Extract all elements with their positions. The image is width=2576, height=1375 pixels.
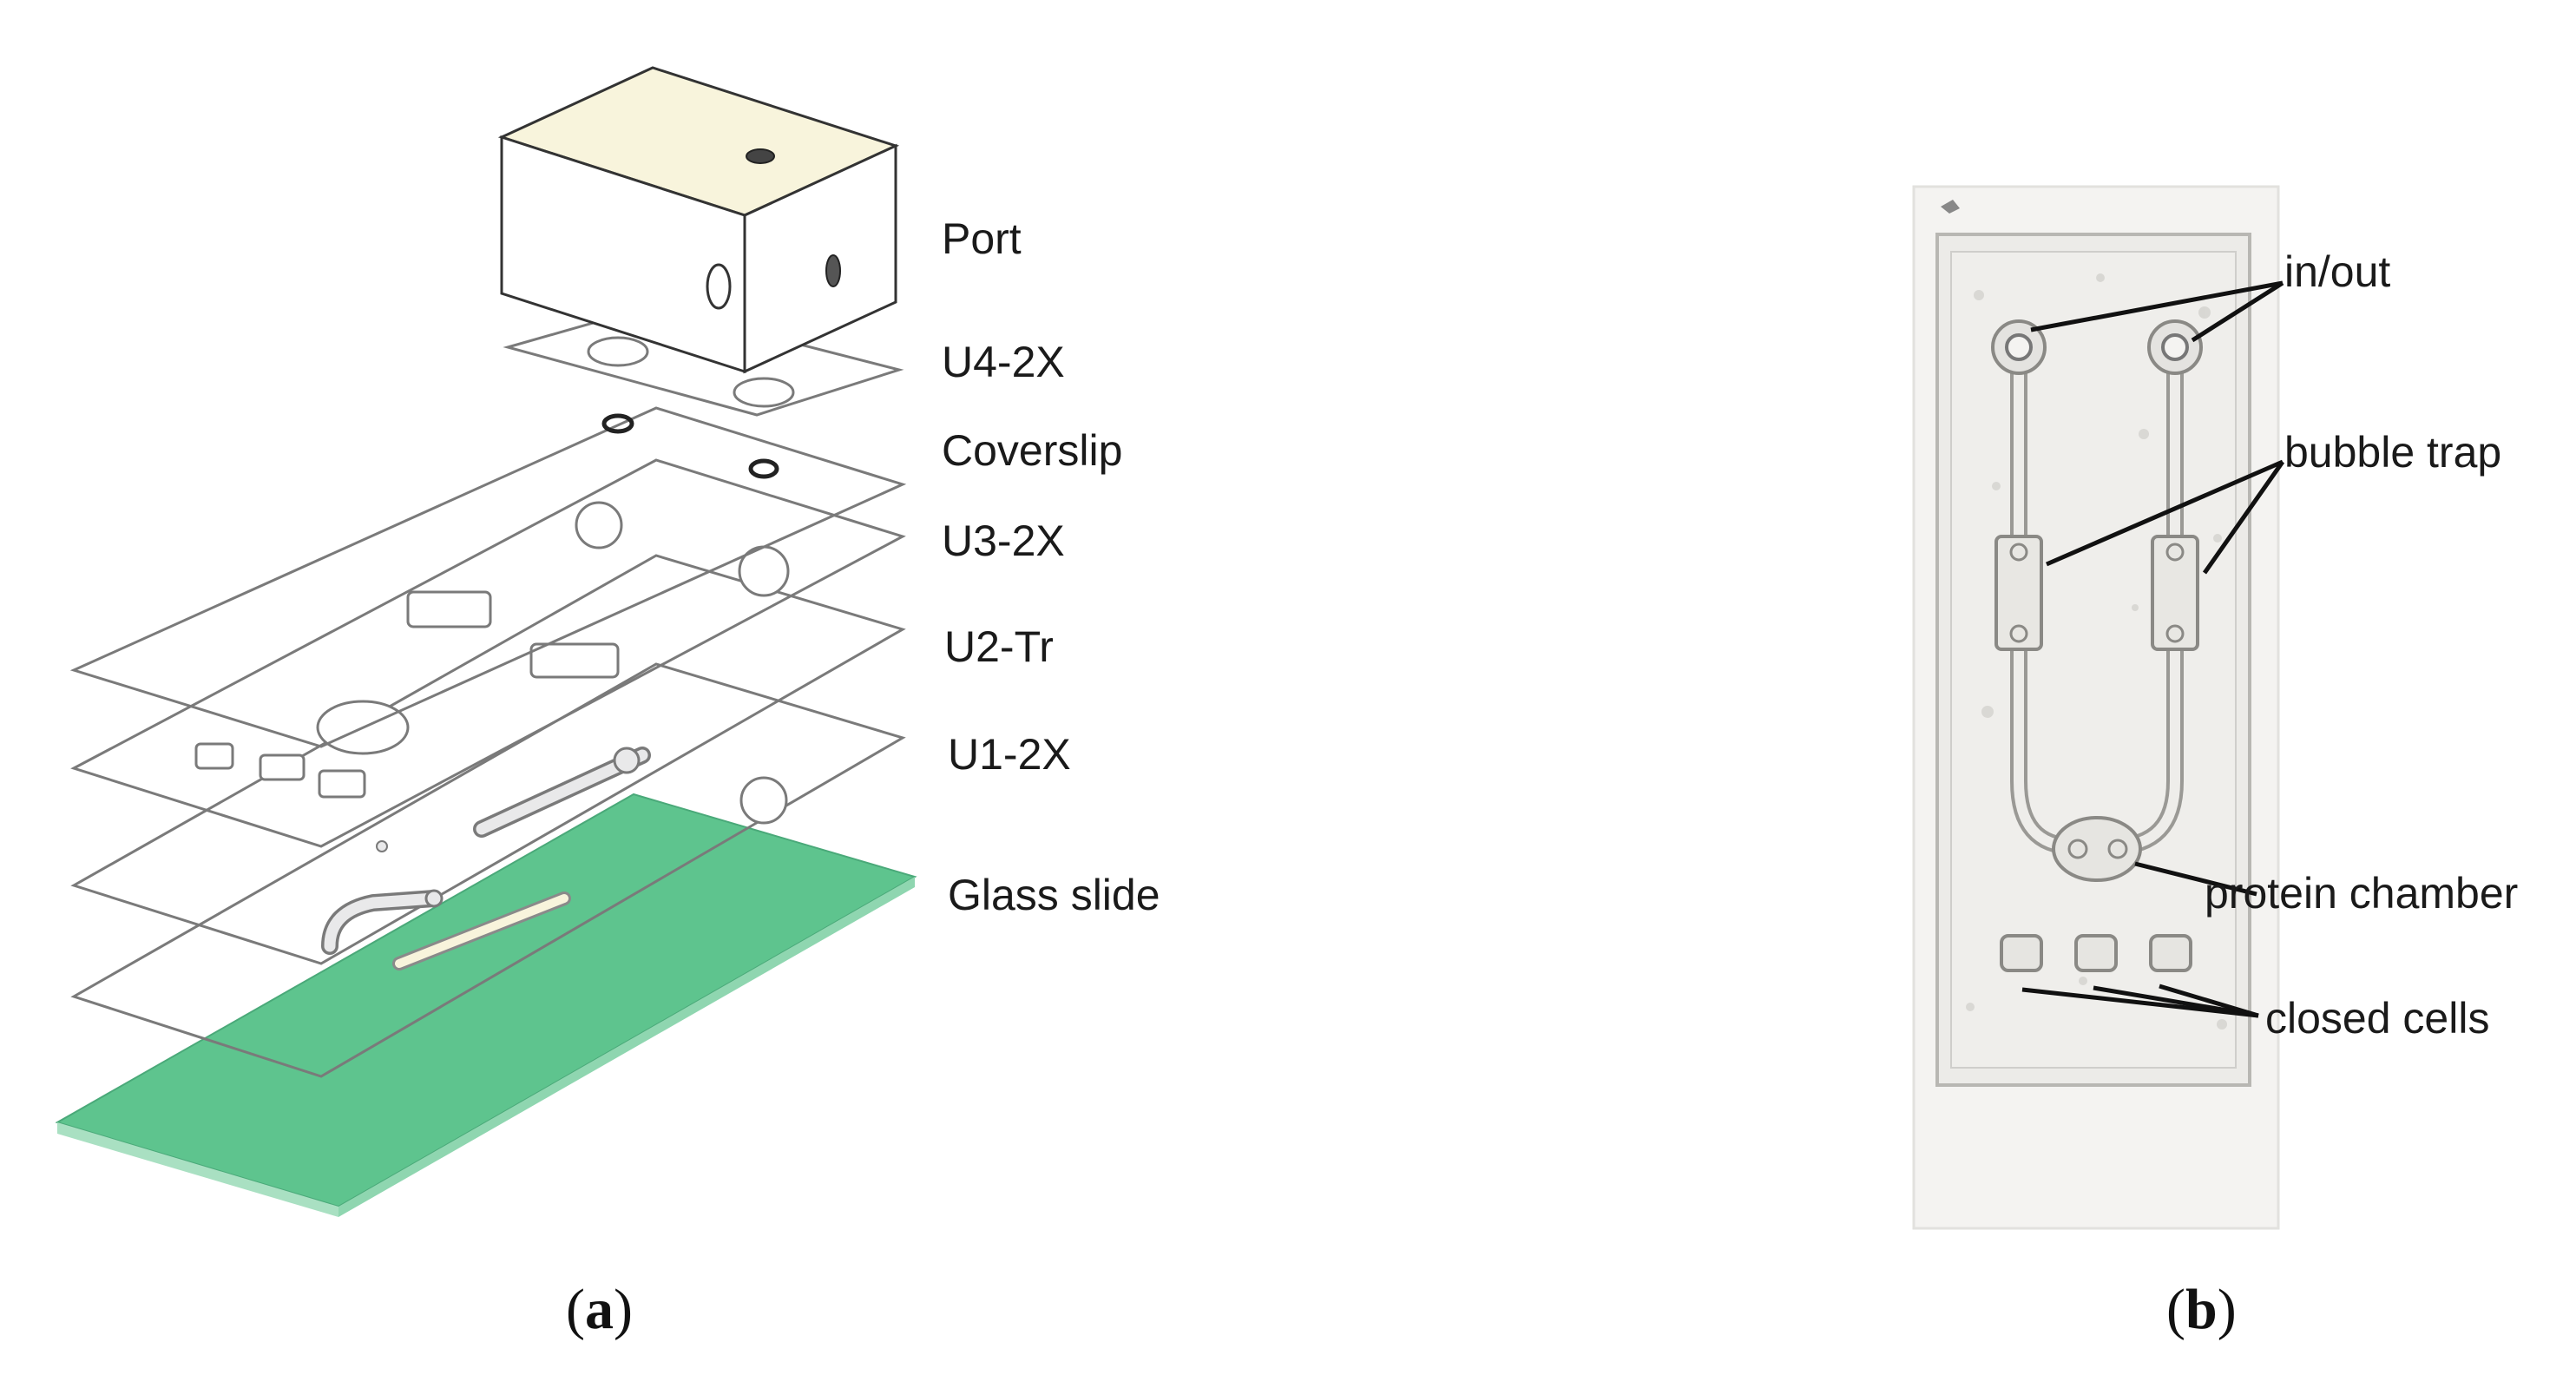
label-u2-tr: U2-Tr	[944, 622, 1054, 671]
label-u4-2x: U4-2X	[942, 338, 1065, 386]
u3-2x-layer	[70, 458, 906, 848]
label-coverslip: Coverslip	[942, 426, 1122, 475]
caption-a: (a)	[566, 1278, 633, 1341]
port-block	[497, 66, 900, 374]
leader-lines	[2021, 280, 2285, 1018]
label-port: Port	[942, 214, 1022, 263]
panel-b-chip-photo: in/out bubble trap protein chamber close…	[1912, 185, 2518, 1341]
label-u1-2x: U1-2X	[948, 730, 1071, 779]
protein-chamber	[2052, 816, 2142, 882]
label-protein-chamber: protein chamber	[2205, 869, 2518, 918]
caption-b: (b)	[2166, 1278, 2237, 1341]
coverslip-layer	[69, 406, 907, 748]
panel-a-exploded-view: Port U4-2X Coverslip U3-2X U2-Tr U1-2X G…	[55, 66, 1160, 1341]
u2-tr-layer	[70, 554, 906, 965]
label-in-out: in/out	[2284, 247, 2390, 296]
label-glass-slide: Glass slide	[948, 871, 1160, 919]
label-u3-2x: U3-2X	[942, 516, 1065, 565]
label-bubble-trap: bubble trap	[2284, 428, 2501, 477]
bubble-traps	[1994, 535, 2199, 651]
closed-cells	[2000, 934, 2192, 972]
glass-slide-layer	[55, 793, 917, 1217]
u1-2x-layer	[70, 662, 906, 1078]
label-closed-cells: closed cells	[2265, 994, 2489, 1043]
inout-ports	[1991, 319, 2203, 375]
